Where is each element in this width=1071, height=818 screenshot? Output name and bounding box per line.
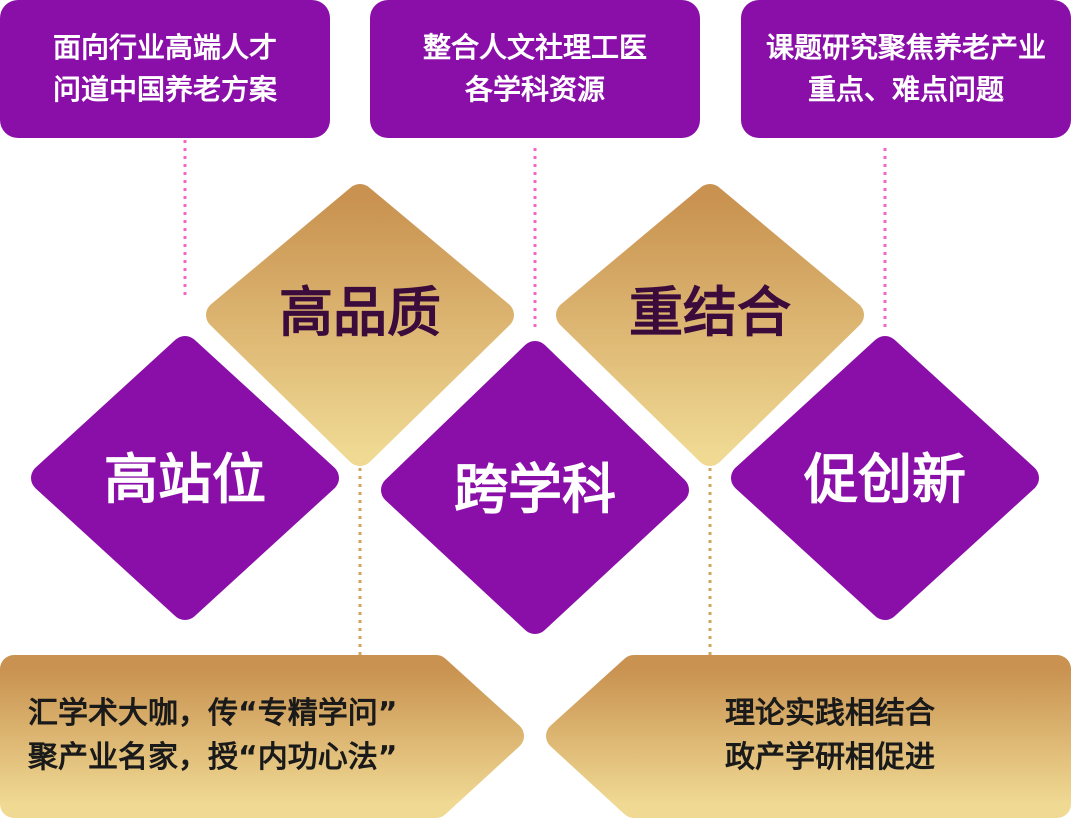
- text-line: 理论实践相结合: [725, 696, 935, 731]
- text-line: 聚产业名家，授“内功心法”: [28, 740, 398, 775]
- purple-diamond-2: [381, 341, 689, 634]
- gold-diamond-2: [556, 184, 864, 466]
- top-box-3-text: 课题研究聚焦养老产业重点、难点问题: [741, 27, 1071, 111]
- gold-diamond-2-label: 重结合: [629, 281, 791, 344]
- text-line: 重点、难点问题: [807, 73, 1004, 106]
- purple-diamond-1-label: 高站位: [104, 448, 266, 511]
- bottom-box-1: [0, 655, 524, 818]
- bottom-box-2-text: 理论实践相结合政产学研相促进: [680, 692, 980, 780]
- text-line: 问道中国养老方案: [52, 73, 277, 106]
- top-box-1-text: 面向行业高端人才问道中国养老方案: [0, 27, 330, 111]
- text-line: 整合人文社理工医: [422, 31, 647, 64]
- purple-diamond-3-label: 促创新: [804, 448, 966, 511]
- top-box-1: [0, 0, 330, 138]
- purple-diamond-1: [31, 336, 339, 620]
- text-line: 各学科资源: [464, 73, 605, 106]
- purple-diamond-2-label: 跨学科: [454, 458, 616, 521]
- text-line: 汇学术大咖，传“专精学问”: [28, 696, 398, 731]
- gold-diamond-1: [206, 184, 514, 466]
- text-line: 课题研究聚焦养老产业: [765, 31, 1046, 64]
- top-box-2-text: 整合人文社理工医各学科资源: [370, 27, 700, 111]
- top-box-2: [370, 0, 700, 138]
- bottom-box-1-text: 汇学术大咖，传“专精学问” 聚产业名家，授“内功心法”: [28, 692, 397, 780]
- bottom-box-2: [546, 655, 1071, 818]
- text-line: 政产学研相促进: [725, 740, 935, 775]
- gold-diamond-1-label: 高品质: [279, 281, 441, 344]
- purple-diamond-3: [731, 336, 1039, 620]
- text-line: 面向行业高端人才: [52, 31, 277, 64]
- top-box-3: [741, 0, 1071, 138]
